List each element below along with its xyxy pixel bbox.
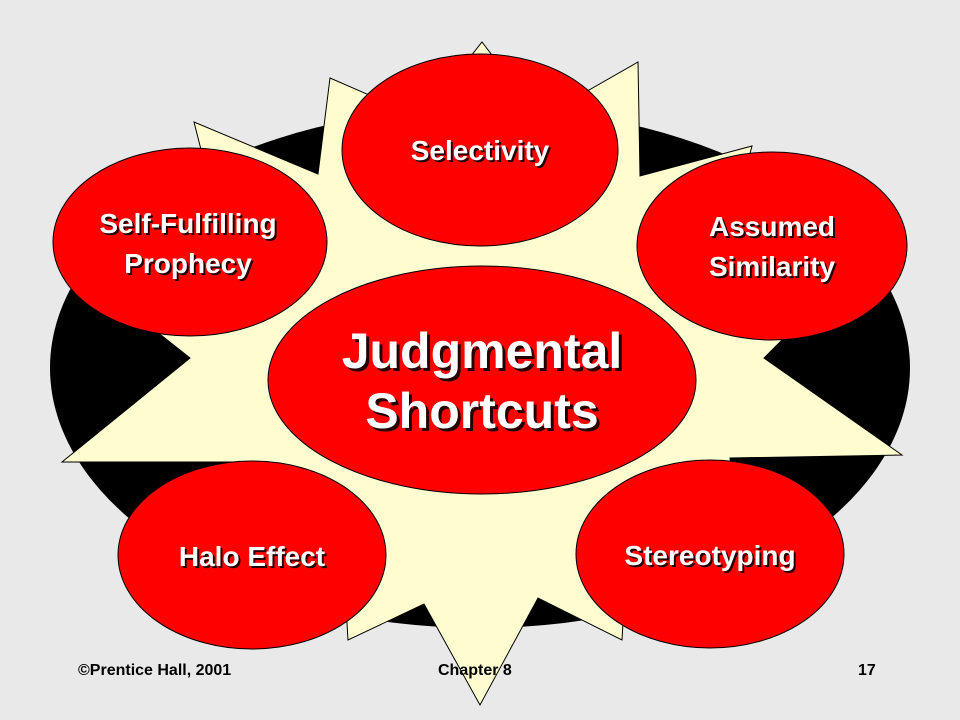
stereotyping-label-shadow: Stereotyping [626,542,797,573]
footer-chapter: Chapter 8 [438,662,512,679]
self-fulfilling-label-line2: Prophecy [124,248,252,279]
assumed-similarity-label-line2: Similarity [709,251,835,282]
self-fulfilling-label-line1: Self-Fulfilling [99,208,276,239]
footer-page-number: 17 [858,662,876,679]
halo-effect-label: Halo Effect [179,541,325,572]
footer-copyright: ©Prentice Hall, 2001 [78,662,232,679]
center-node[interactable] [267,265,697,495]
selectivity-node[interactable] [341,53,619,247]
halo-effect-label-shadow: Halo Effect [181,543,327,574]
center-label-line1: Judgmental [342,323,623,379]
selectivity-label-shadow: Selectivity [413,137,552,168]
self-fulfilling-label-shadow: Self-Fulfilling [101,210,278,241]
selectivity-label: Selectivity [411,135,550,166]
self-fulfilling-node[interactable] [52,147,328,337]
halo-effect-node[interactable] [117,460,387,650]
assumed-similarity-node[interactable] [636,151,908,341]
center-label-shadow: Judgmental [345,326,626,382]
stereotyping-label: Stereotyping [624,540,795,571]
stereotyping-node[interactable] [575,459,845,649]
center-label-line2: Shortcuts [365,383,598,439]
self-fulfilling-label-shadow-2: Prophecy [126,250,254,281]
assumed-similarity-label-shadow: Assumed [711,213,837,244]
assumed-similarity-label-shadow-2: Similarity [711,253,837,284]
assumed-similarity-label-line1: Assumed [709,211,835,242]
center-label-shadow-2: Shortcuts [368,386,601,442]
